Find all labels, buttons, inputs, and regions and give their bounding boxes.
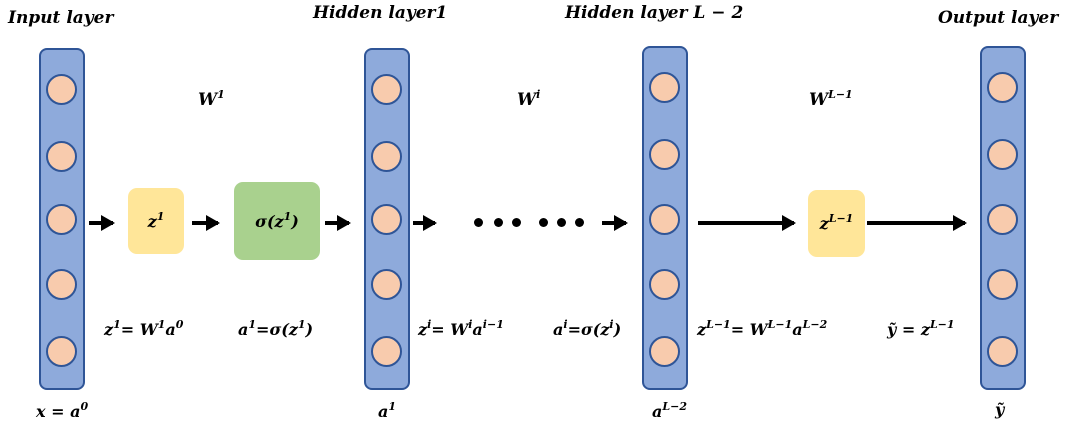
equation-y-hat: ỹ = zL−1 [887,318,955,339]
equation-ai: ai=σ(zi) [553,318,622,339]
equation-z1: z1= W1a0 [104,318,184,339]
neuron [371,141,402,172]
ellipsis-dot [539,218,548,227]
equation-zl1: zL−1= WL−1aL−2 [697,318,828,339]
equation-a1: a1=σ(z1) [238,318,314,339]
neuron [649,72,680,103]
neuron [987,269,1018,300]
ellipsis-dot [512,218,521,227]
box-label: z1 [147,209,165,231]
arrow [867,215,967,231]
ellipsis-dot [557,218,566,227]
ellipsis-dot [575,218,584,227]
output-label: ỹ [995,400,1005,419]
neuron [371,204,402,235]
arrow [413,215,437,231]
activation-box: σ(z1) [234,182,320,260]
arrow [192,215,220,231]
neuron [987,139,1018,170]
neuron [987,336,1018,367]
neuron [987,72,1018,103]
input-layer [39,48,85,390]
ellipsis-dot [494,218,503,227]
pre-activation-box-1: z1 [128,188,184,254]
weight-label-1: W1 [198,88,225,110]
hidden-1-activation-label: a1 [378,400,397,421]
box-label: zL−1 [819,212,854,233]
hidden-layer-l2 [642,46,688,390]
neuron [46,141,77,172]
input-vector-label: x = a0 [36,400,89,421]
hidden-l2-activation-label: aL−2 [652,400,687,421]
ellipsis-dot [474,218,483,227]
output-layer-title: Output layer [938,8,1059,28]
arrow [325,215,351,231]
neuron [46,74,77,105]
arrow [698,215,796,231]
neuron [649,204,680,235]
neuron [649,139,680,170]
equation-zi: zi= Wiai−1 [418,318,504,339]
neuron [46,269,77,300]
neuron [649,336,680,367]
neuron [46,204,77,235]
input-layer-title: Input layer [8,8,114,28]
weight-label-i: Wi [517,88,541,110]
neuron [46,336,77,367]
arrow [602,215,628,231]
hidden-layer-1-title: Hidden layer1 [313,3,448,23]
hidden-layer-l2-title: Hidden layer L − 2 [565,3,744,23]
neuron [371,269,402,300]
neuron [649,269,680,300]
neuron [371,336,402,367]
box-label: σ(z1) [255,209,299,231]
hidden-layer-1 [364,48,410,390]
neuron [371,74,402,105]
pre-activation-box-l1: zL−1 [808,190,865,257]
weight-label-l1: WL−1 [809,88,853,110]
neuron [987,204,1018,235]
arrow [89,215,115,231]
output-layer [980,46,1026,390]
